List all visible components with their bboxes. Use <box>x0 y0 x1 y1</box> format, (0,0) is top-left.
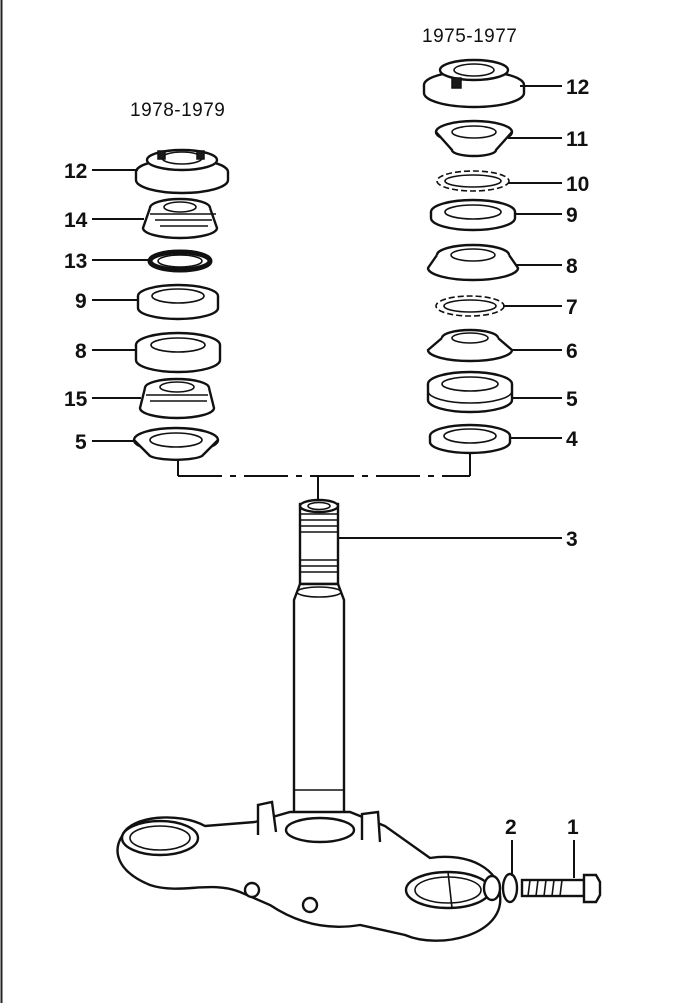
left-part-8-race <box>134 331 222 374</box>
callout-right-5: 5 <box>566 388 578 411</box>
callout-left-8: 8 <box>75 340 87 363</box>
right-part-5-seal <box>426 370 514 414</box>
callout-left-14: 14 <box>64 209 88 232</box>
alignment-connector <box>177 454 471 505</box>
lower-triple-clamp <box>116 800 502 942</box>
left-part-12-locknut <box>134 148 230 195</box>
left-part-13-seal <box>147 249 213 273</box>
callout-right-11: 11 <box>566 128 589 151</box>
callout-right-9: 9 <box>566 204 578 227</box>
part-1-bolt <box>520 873 602 904</box>
right-leaders <box>503 85 562 439</box>
right-part-8-race <box>426 243 520 282</box>
part-2-washer <box>501 872 519 904</box>
left-part-15-bearing <box>138 377 216 420</box>
callout-left-9: 9 <box>75 290 87 313</box>
left-part-14-bearing <box>141 197 219 240</box>
right-part-6-race <box>426 328 514 363</box>
callout-washer-2: 2 <box>505 816 517 839</box>
group-title-left: 1978-1979 <box>130 100 225 121</box>
left-part-5-race <box>132 426 220 461</box>
callout-right-10: 10 <box>566 173 589 196</box>
callout-right-8: 8 <box>566 255 578 278</box>
callout-bolt-1: 1 <box>567 816 579 839</box>
callout-right-7: 7 <box>566 296 578 319</box>
right-part-12-nut <box>422 58 526 109</box>
right-part-11-cone <box>434 119 514 158</box>
group-title-right: 1975-1977 <box>422 26 517 47</box>
callout-right-4: 4 <box>566 428 578 451</box>
callout-left-13: 13 <box>64 250 87 273</box>
callout-left-15: 15 <box>64 388 88 411</box>
callout-left-12: 12 <box>64 160 87 183</box>
callout-right-12: 12 <box>566 76 589 99</box>
right-part-10-balls <box>436 170 510 192</box>
callout-left-5: 5 <box>75 431 87 454</box>
left-leaders <box>92 169 150 442</box>
callout-right-6: 6 <box>566 340 578 363</box>
right-part-4-washer <box>428 423 512 455</box>
steering-stem <box>292 498 346 832</box>
left-part-9-race <box>136 283 220 321</box>
right-part-9-race <box>429 198 517 232</box>
right-part-7-balls <box>435 295 505 317</box>
callout-stem-3: 3 <box>566 528 578 551</box>
